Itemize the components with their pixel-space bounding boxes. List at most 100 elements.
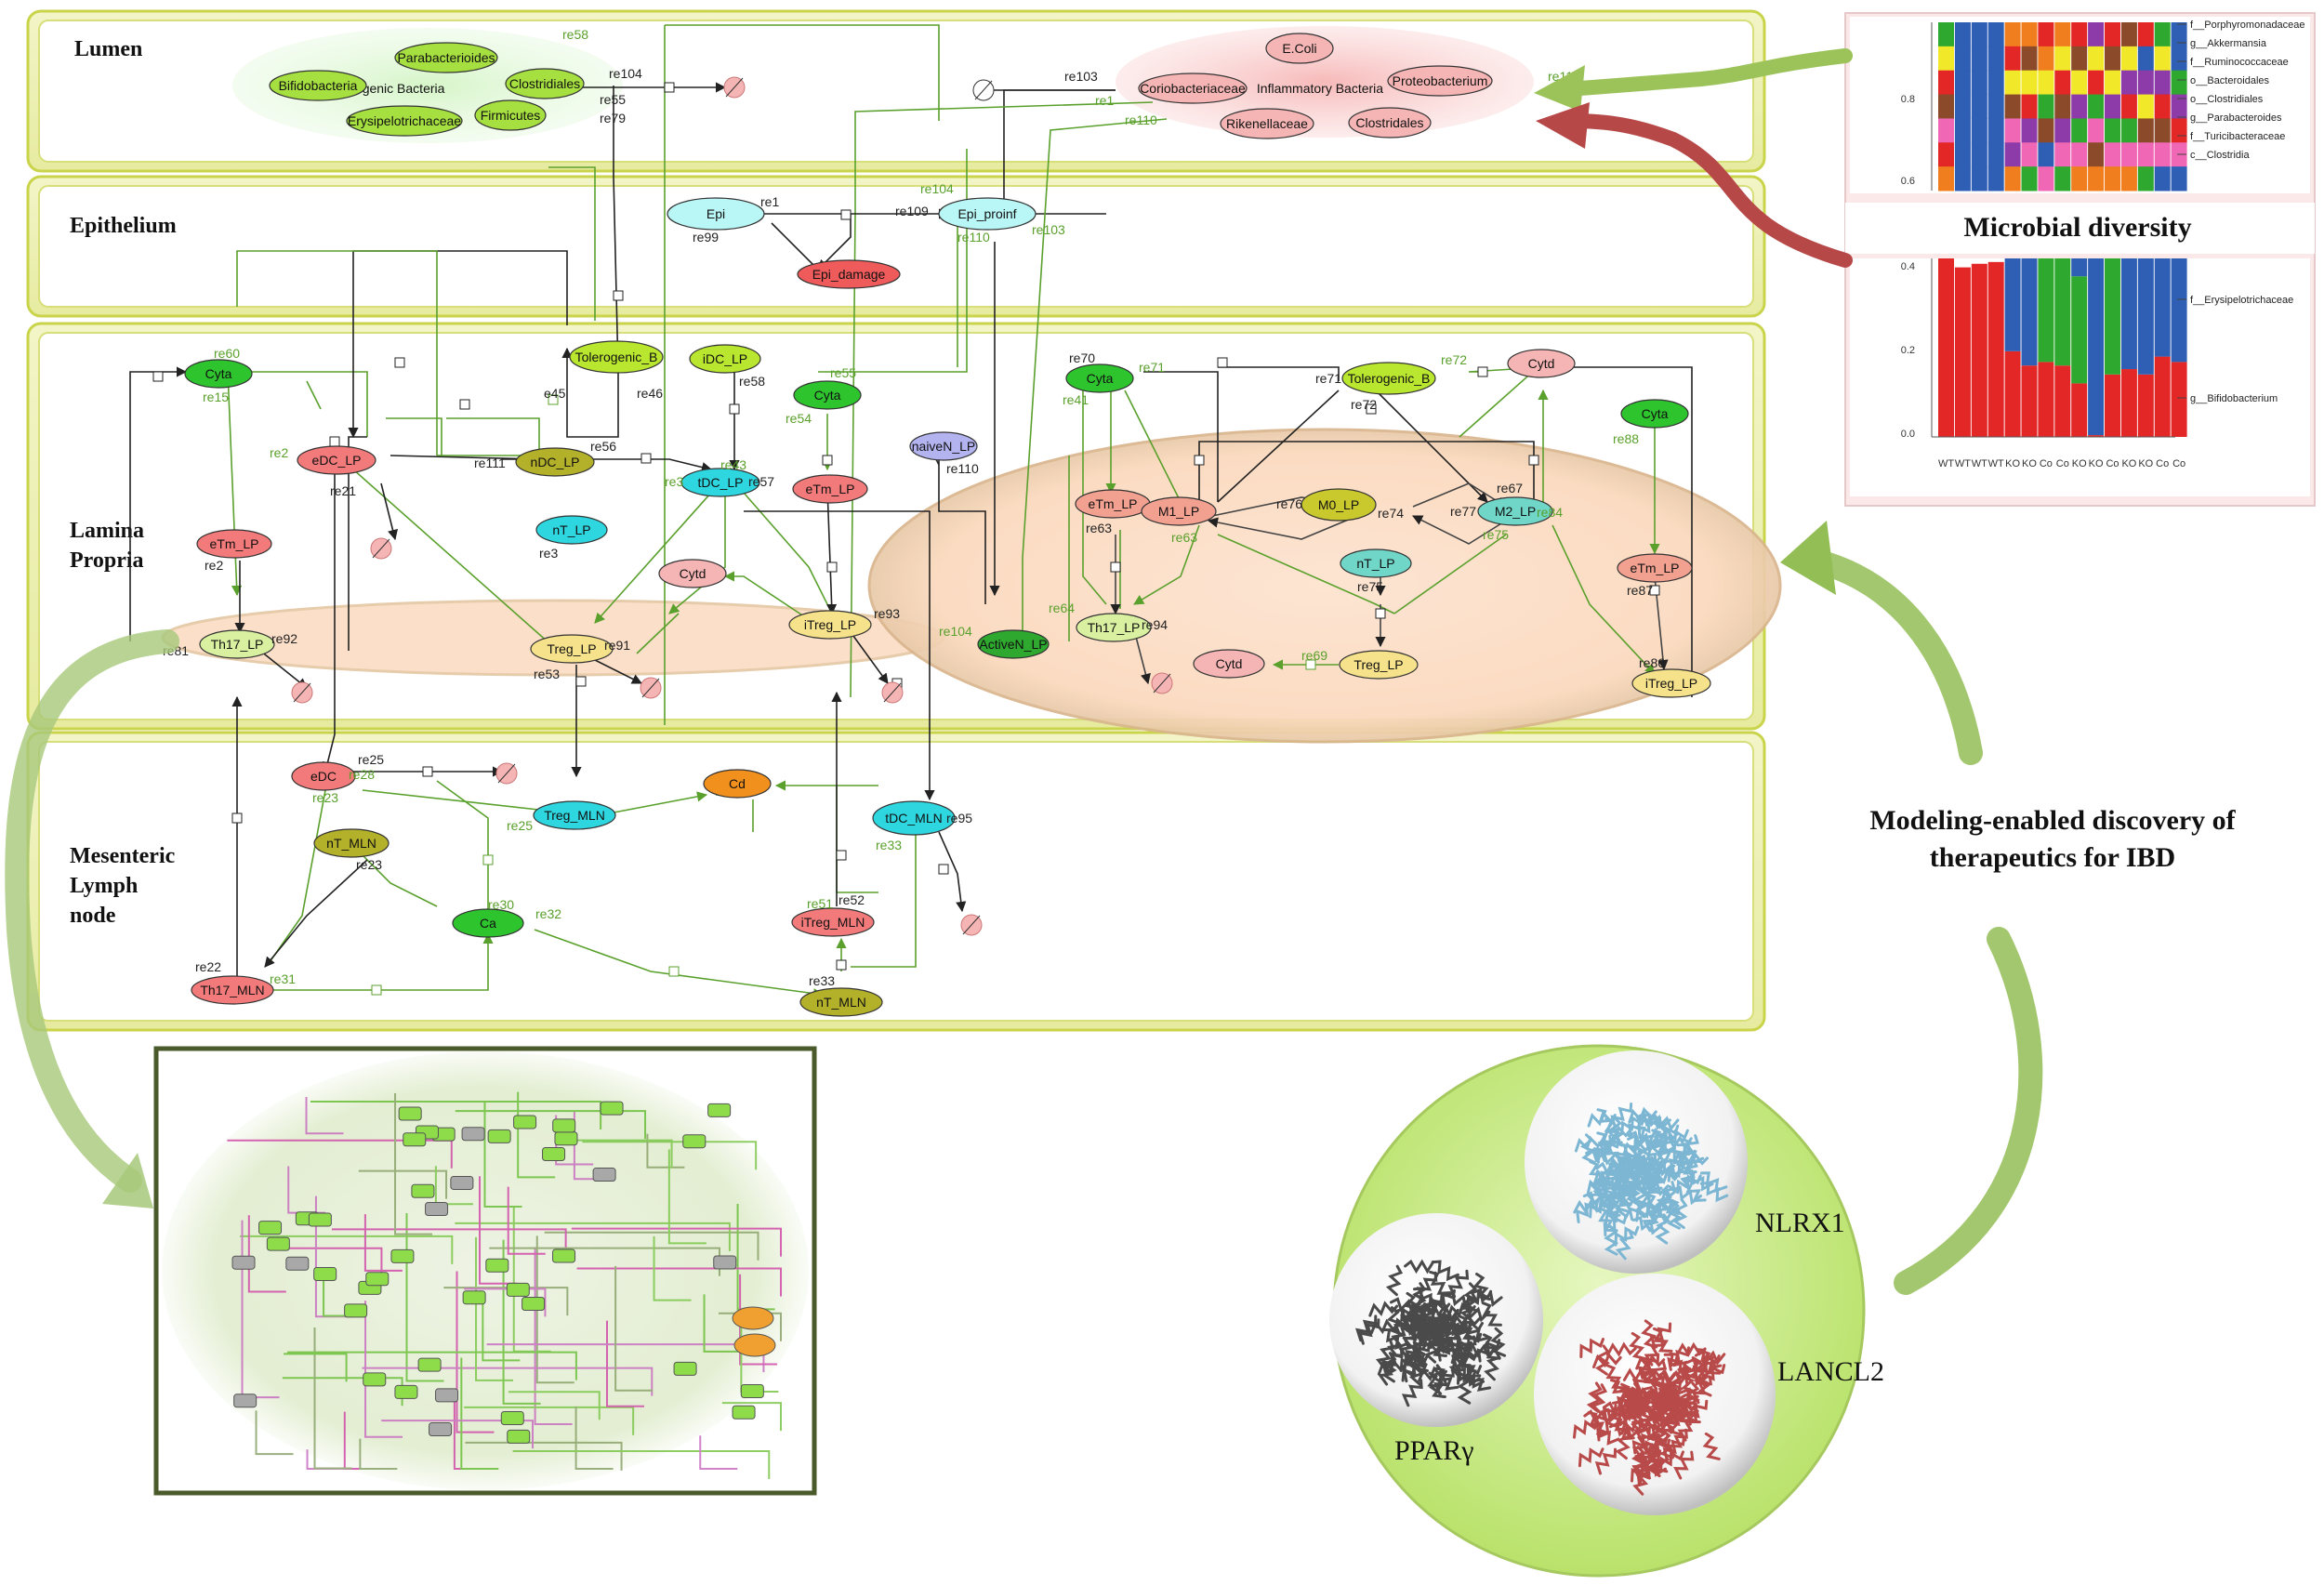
bar-segment [2154,118,2171,143]
node-label: Th17_MLN [200,983,264,997]
bar-segment [2105,22,2120,47]
node-treg-lp2: Treg_LP [1339,650,1419,680]
nlrx1-label: NLRX1 [1755,1208,1845,1238]
node-label: eTm_LP [1631,561,1680,575]
reaction-label: re99 [693,230,719,244]
bar-segment [2038,362,2054,437]
lumen-label: Lumen [74,37,142,61]
protein-ribbon [1429,1364,1445,1395]
protein-ribbon [1579,1338,1604,1358]
species-nodes: BifidobacteriaParabacterioidesClostridia… [184,33,1711,1017]
degradation-8 [495,762,518,785]
bar-segment [2004,258,2021,351]
protein-ribbon [1610,1103,1633,1129]
reaction-label: re55 [830,365,856,380]
protein-ribbon [1671,1380,1699,1403]
reaction-label: re3 [539,546,558,561]
bar-segment [1971,46,1987,72]
reaction-label: re23 [312,790,338,805]
node-label: Cd [729,776,746,791]
protein-ribbon [1385,1264,1404,1297]
reaction-label: re77 [1450,504,1476,519]
thumb-edge [653,1235,692,1301]
protein-ribbon [1676,1174,1702,1195]
protein-ribbon [1404,1259,1435,1275]
node-proteob: Proteobacterium [1387,65,1493,97]
protein-ribbon [1401,1379,1423,1407]
node-clostridales-i: Clostridales [1348,107,1432,139]
bar-segment [1938,142,1954,167]
reaction-label: re57 [748,474,774,489]
protein-ribbon [1615,1229,1634,1261]
reaction-label: re22 [195,959,221,974]
node-label: Cyta [1087,371,1114,386]
node-bifido: Bifidobacteria [269,70,367,101]
bar-segment [2071,383,2088,437]
protein-ribbon [1644,1336,1665,1367]
thumb-edge [358,1169,448,1199]
node-etm-lp4: eTm_LP [1617,553,1693,583]
degradation-3 [370,537,392,560]
protein-ribbon [1447,1269,1470,1299]
thumb-edge [305,1096,344,1135]
node-erysip: Erysipelotrichaceae [346,105,463,137]
bar-segment [1987,142,2004,167]
node-label: Proteobacterium [1393,73,1488,88]
protein-ribbon [1419,1317,1438,1350]
reaction-label: re93 [874,606,900,621]
reaction-label: re33 [876,838,902,852]
bar-segment [1971,94,1987,119]
bar-segment [1938,258,1954,437]
thumb-edge [381,1420,535,1449]
bar-segment [2171,94,2187,119]
reaction-label: re103 [1064,69,1098,84]
bar-segment [1971,22,1987,47]
node-label: Treg_MLN [544,808,605,823]
bar-segment [1938,46,1954,72]
bar-segment [2021,118,2038,143]
bar-segment [2088,435,2105,437]
node-treg-mln: Treg_MLN [533,800,616,830]
bar-segment [2071,46,2088,72]
protein-ribbon [1622,1139,1652,1156]
protein-ribbon [1481,1333,1501,1360]
x-tick-label: WT [1972,458,1987,469]
node-activen-lp: ActiveN_LP [977,629,1050,659]
node-label: nT_LP [1356,556,1394,571]
reaction-label: re51 [807,896,833,911]
thumb-edge [508,1391,601,1420]
bar-segment [2021,94,2038,119]
reaction-label: re31 [270,971,296,986]
node-ecoli: E.Coli [1265,33,1334,64]
bar-segment [2171,362,2187,437]
reaction-label: re94 [1142,617,1168,632]
degradation-1 [723,76,746,99]
thumb-node [461,1127,485,1142]
reaction-label: re64 [1049,601,1075,615]
reaction-label: re30 [488,897,514,912]
legend-item: o__Clostridiales [2190,94,2264,105]
node-treg-lp1: Treg_LP [530,634,614,664]
bar-segment [2105,118,2120,143]
reaction-label: re74 [1378,506,1404,521]
reaction-label: re1 [760,194,779,209]
reaction-label: e45 [544,386,566,401]
reaction-label: re54 [786,411,812,426]
node-tol-b1: Tolerogenic_B [569,340,664,374]
reaction-label: re103 [1032,222,1065,237]
thumb-node [733,1333,776,1357]
thumb-edge [507,1186,546,1255]
protein-ribbon [1640,1166,1663,1191]
protein-ribbon [1387,1327,1406,1357]
thumb-node [513,1115,537,1129]
bar-segment [2105,374,2120,437]
protein-ribbon [1427,1371,1446,1399]
node-label: eTm_LP [210,536,259,551]
node-etm-lp2: eTm_LP [792,474,868,504]
bar-segment [2120,22,2137,47]
reaction-label: re88 [1613,431,1639,446]
bar-segment [2021,46,2038,72]
thumb-edge [582,1141,758,1170]
protein-ribbon [1635,1112,1668,1130]
